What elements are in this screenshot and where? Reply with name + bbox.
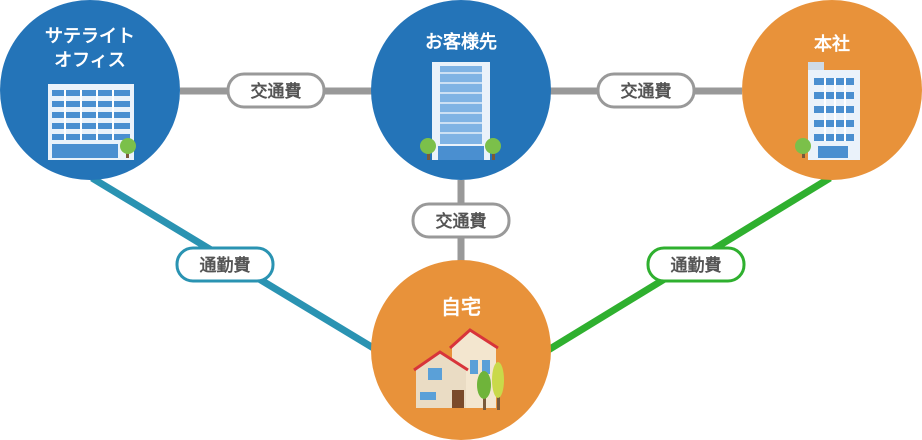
- tower-building-icon: [420, 62, 501, 160]
- satellite-label-line1: サテライト: [45, 26, 135, 47]
- hq-label: 本社: [814, 33, 850, 55]
- node-home: 自宅: [371, 260, 551, 440]
- client-label: お客様先: [425, 31, 497, 53]
- pill-satellite-client-label: 交通費: [251, 81, 302, 102]
- home-label: 自宅: [441, 295, 481, 319]
- pill-client-hq-label: 交通費: [621, 81, 672, 102]
- pill-client-home: 交通費: [411, 202, 511, 239]
- node-satellite-office: サテライト オフィス: [0, 0, 180, 180]
- office-building-icon: [48, 84, 136, 160]
- pill-hq-home-label: 通勤費: [671, 255, 722, 276]
- node-headquarters: 本社: [742, 0, 922, 180]
- node-client: お客様先: [371, 0, 551, 180]
- pill-satellite-home-label: 通勤費: [200, 255, 251, 276]
- pill-satellite-home: 通勤費: [175, 246, 275, 283]
- satellite-label-line2: オフィス: [54, 50, 126, 71]
- headquarters-building-icon: [795, 62, 860, 160]
- pill-client-home-label: 交通費: [436, 211, 487, 232]
- house-icon: [413, 328, 504, 410]
- pill-client-hq: 交通費: [596, 72, 696, 109]
- pill-hq-home: 通勤費: [646, 246, 746, 283]
- pill-satellite-client: 交通費: [226, 72, 326, 109]
